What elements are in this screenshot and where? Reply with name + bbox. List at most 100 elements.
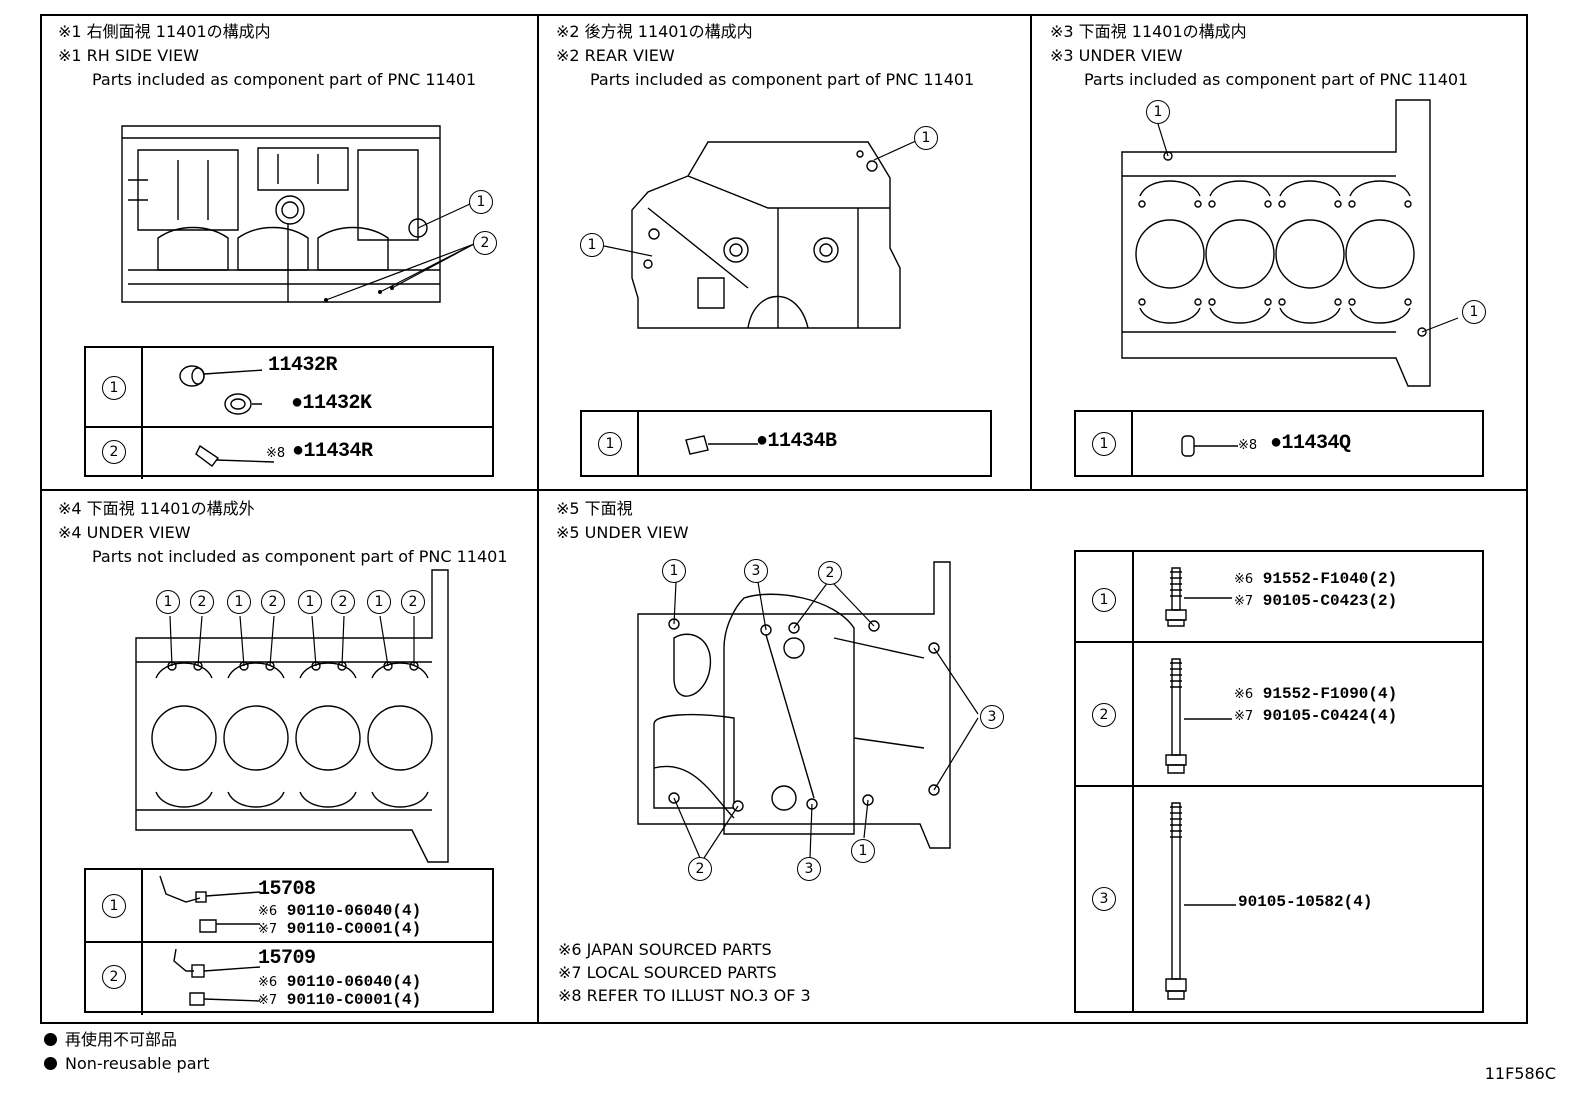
panel-4-subtitle: Parts not included as component part of …	[92, 547, 508, 566]
table-row: 1 15708 ※6 90110-06040(4) ※7 90110-C0001…	[86, 870, 492, 941]
panel-5-title-en: ※5 UNDER VIEW	[556, 523, 689, 542]
panel-4-title: ※4 下面視 11401の構成外 ※4 UNDER VIEW Parts not…	[58, 497, 508, 569]
table-row: 2 15709 ※6 90110-06040(4) ※7 90110-C0001…	[86, 941, 492, 1015]
row-id-badge: 1	[102, 376, 126, 400]
plug-icon	[179, 365, 262, 415]
callout-1: 1	[662, 559, 686, 583]
divider-vertical-left	[537, 14, 539, 1024]
panel-1-title-en: ※1 RH SIDE VIEW	[58, 46, 199, 65]
panel-1-parts-table: 1 11432R ●11432K 2 ※8 ●11434R	[84, 346, 494, 479]
table-row: 1 ※8 ●11434Q	[1076, 412, 1482, 475]
panel-4-title-en: ※4 UNDER VIEW	[58, 523, 191, 542]
callout-2: 2	[190, 590, 214, 614]
footnote-list: ※6 JAPAN SOURCED PARTS ※7 LOCAL SOURCED …	[558, 938, 811, 1007]
panel-5-title: ※5 下面視 ※5 UNDER VIEW	[556, 497, 689, 545]
panel-2-title: ※2 後方視 11401の構成内 ※2 REAR VIEW Parts incl…	[556, 20, 974, 92]
panel-4-title-jp: ※4 下面視 11401の構成外	[58, 499, 255, 518]
row-id-badge: 1	[1092, 432, 1116, 456]
table-row: 1 ※6 91552-F1040(2) ※7 90105-C0423(2)	[1076, 552, 1482, 641]
part-line-local: ※7 90110-C0001(4)	[258, 920, 422, 938]
callout-2: 2	[401, 590, 425, 614]
bolt-icon	[1165, 567, 1232, 627]
part-number-15709: 15709	[258, 947, 316, 970]
bolt-line-japan: ※6 91552-F1090(4)	[1234, 685, 1398, 703]
callout-2: 2	[331, 590, 355, 614]
panel-4-parts-table: 1 15708 ※6 90110-06040(4) ※7 90110-C0001…	[84, 868, 494, 1015]
diagram-frame	[40, 14, 1528, 1024]
legend-item-jp: 再使用不可部品	[44, 1028, 209, 1052]
note-mark: ※8	[266, 446, 286, 461]
dowel-pin-icon	[685, 435, 758, 455]
panel-1-subtitle: Parts included as component part of PNC …	[92, 70, 477, 89]
note-mark: ※8	[1238, 438, 1258, 453]
row-id-badge: 3	[1092, 887, 1116, 911]
callout-2: 2	[473, 231, 497, 255]
under-view-drawing-top	[1118, 96, 1434, 388]
under-view-drawing-bottom-left	[132, 566, 452, 866]
rh-side-view-drawing	[118, 120, 448, 310]
dowel-pin-icon	[195, 444, 274, 467]
panel-3-title: ※3 下面視 11401の構成内 ※3 UNDER VIEW Parts inc…	[1050, 20, 1468, 92]
panel-5-title-jp: ※5 下面視	[556, 499, 633, 518]
illustration-code: 11F586C	[1484, 1064, 1556, 1083]
filled-dot-icon	[44, 1057, 57, 1070]
table-row: 1 ●11434B	[582, 412, 990, 475]
panel-3-title-en: ※3 UNDER VIEW	[1050, 46, 1183, 65]
callout-1: 1	[914, 126, 938, 150]
part-number-15708: 15708	[258, 878, 316, 901]
legend: 再使用不可部品 Non-reusable part	[44, 1028, 209, 1076]
oil-jet-icon	[173, 948, 261, 1006]
footnote-japan-sourced: ※6 JAPAN SOURCED PARTS	[558, 940, 772, 959]
dowel-pin-icon	[1181, 435, 1238, 457]
part-number-11434r: ●11434R	[292, 440, 373, 463]
panel-3-parts-table: 1 ※8 ●11434Q	[1074, 410, 1484, 477]
filled-dot-icon	[44, 1033, 57, 1046]
part-line-local: ※7 90110-C0001(4)	[258, 991, 422, 1009]
panel-3-title-jp: ※3 下面視 11401の構成内	[1050, 22, 1247, 41]
callout-3: 3	[797, 857, 821, 881]
panel-2-title-jp: ※2 後方視 11401の構成内	[556, 22, 753, 41]
bolt-line-japan: ※6 91552-F1040(2)	[1234, 570, 1398, 588]
row-id-badge: 2	[102, 965, 126, 989]
panel-1-title: ※1 右側面視 11401の構成内 ※1 RH SIDE VIEW Parts …	[58, 20, 476, 92]
table-row: 3 90105-10582(4)	[1076, 785, 1482, 1015]
row-id-badge: 2	[102, 440, 126, 464]
part-line-japan: ※6 90110-06040(4)	[258, 902, 422, 920]
panel-2-subtitle: Parts included as component part of PNC …	[590, 70, 975, 89]
bolt-line-local: ※7 90105-C0424(4)	[1234, 707, 1398, 725]
table-row: 2 ※6 91552-F1090(4) ※7 90105-C0424(4)	[1076, 641, 1482, 787]
part-number-11432r: 11432R	[268, 354, 338, 377]
part-number-11432k: ●11432K	[291, 392, 372, 415]
panel-2-title-en: ※2 REAR VIEW	[556, 46, 675, 65]
rear-view-drawing	[628, 138, 924, 332]
callout-1: 1	[367, 590, 391, 614]
callout-1: 1	[298, 590, 322, 614]
bolt-icon	[1165, 802, 1236, 1000]
panel-3-subtitle: Parts included as component part of PNC …	[1084, 70, 1469, 89]
part-number-11434b: ●11434B	[756, 430, 837, 453]
row-id-badge: 1	[1092, 588, 1116, 612]
callout-2: 2	[261, 590, 285, 614]
table-row: 1 11432R ●11432K	[86, 348, 492, 426]
panel-2-parts-table: 1 ●11434B	[580, 410, 992, 477]
callout-1: 1	[580, 233, 604, 257]
panel-1-title-jp: ※1 右側面視 11401の構成内	[58, 22, 271, 41]
callout-2: 2	[688, 857, 712, 881]
bolt-icon	[1165, 658, 1232, 774]
oil-jet-icon	[159, 875, 261, 933]
callout-1: 1	[1146, 100, 1170, 124]
divider-vertical-right-top	[1030, 14, 1032, 490]
legend-item-en: Non-reusable part	[44, 1052, 209, 1076]
callout-3: 3	[744, 559, 768, 583]
bolt-line: 90105-10582(4)	[1238, 893, 1373, 911]
callout-3: 3	[980, 705, 1004, 729]
callout-1: 1	[1462, 300, 1486, 324]
panel-5-bolt-table: 1 ※6 91552-F1040(2) ※7 90105-C0423(2) 2 …	[1074, 550, 1484, 1013]
part-line-japan: ※6 90110-06040(4)	[258, 973, 422, 991]
row-id-badge: 2	[1092, 703, 1116, 727]
callout-1: 1	[469, 190, 493, 214]
callout-1: 1	[156, 590, 180, 614]
table-row: 2 ※8 ●11434R	[86, 426, 492, 479]
callout-2: 2	[818, 561, 842, 585]
row-id-badge: 1	[102, 894, 126, 918]
